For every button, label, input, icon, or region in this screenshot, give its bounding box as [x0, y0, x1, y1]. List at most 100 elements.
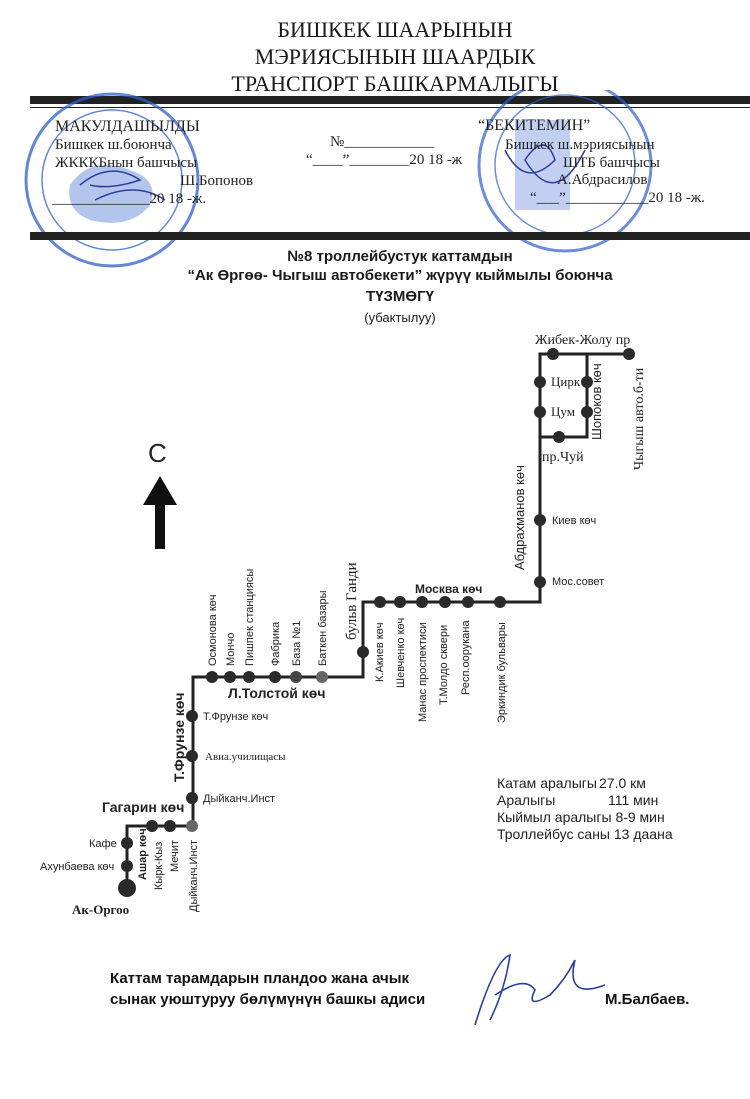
stop-tsirk [534, 376, 546, 388]
stop-avia [186, 750, 198, 762]
stop-erkindik [462, 596, 474, 608]
street-chui: пр.Чуй [542, 450, 584, 465]
title-line-4: (убактылуу) [364, 310, 436, 325]
label-avia: Авиа.училищасы [205, 751, 286, 763]
street-zhibek: Жибек-Жолу пр [535, 333, 630, 348]
stop-baza1 [290, 671, 302, 683]
length-label: Катам аралыгы [497, 775, 597, 791]
stop-resp [439, 596, 451, 608]
stop-tsum-return [581, 406, 593, 418]
document-date: “____”________20 18 -ж [306, 152, 463, 168]
agreed-heading: МАКУЛДАШЫЛДЫ [55, 118, 200, 135]
block-divider [30, 232, 750, 240]
header-line-1: БИШКЕК ШААРЫНЫН [277, 17, 513, 42]
title-line-3: ТҮЗМӨГҮ [366, 288, 434, 305]
agreed-name: Ш.Бопонов [180, 173, 254, 189]
approved-line-2: ШТБ башчысы [563, 155, 660, 171]
label-shevchenko: Шевченко көч [395, 618, 407, 688]
label-akhunbaeva: Ахунбаева көч [40, 861, 114, 873]
stop-fabrika [269, 671, 281, 683]
footer-name: М.Балбаев. [605, 991, 690, 1008]
street-abdrakhmanov: Абдрахманов көч [512, 465, 527, 570]
duration-value: 111 мин [608, 792, 659, 808]
stop-kiev [534, 514, 546, 526]
document-number: №____________ [330, 134, 435, 150]
street-gandi: бульв Ганди [344, 562, 360, 640]
agreed-line-2: ЖКККБнын башчысы [55, 155, 198, 171]
label-baza1: База №1 [291, 621, 303, 666]
street-moskva: Москва көч [415, 582, 482, 596]
street-ashar: Ашар көч [137, 828, 149, 880]
interval-value: 8-9 мин [615, 809, 665, 825]
left-signature [79, 170, 166, 201]
label-osmonova: Осмонова көч [207, 595, 219, 666]
label-chygysh: Чыгыш авто.б-ти [632, 367, 647, 470]
label-manas: Манас проспектиси [417, 622, 429, 722]
label-fabrika: Фабрика [270, 621, 282, 666]
buses-value: 13 даана [613, 826, 673, 842]
label-frunze: Т.Фрунзе көч [203, 711, 268, 723]
stop-markers [118, 348, 635, 897]
stop-pishpek [243, 671, 255, 683]
footer-signature [474, 953, 606, 1026]
approved-name: А.Абдрасилов [557, 172, 648, 188]
route-loop [540, 354, 589, 439]
stop-tsum [534, 406, 546, 418]
street-frunze: Т.Фрунзе көч [171, 692, 187, 782]
label-dyikanch-2: Дыйканч.Инст [188, 840, 200, 912]
footer-line-2: сынак уюштуруу бөлүмүнүн башкы адиси [110, 991, 426, 1008]
street-gagarin: Гагарин көч [102, 799, 184, 815]
approved-heading: “БЕКИТЕМИН” [478, 117, 591, 134]
stop-mocho [224, 671, 236, 683]
label-moldo: Т.Молдо сквери [438, 625, 450, 705]
stop-zhibek [547, 348, 559, 360]
label-mechit: Мечит [169, 840, 181, 872]
agreed-date: _____________20 18 -ж. [52, 191, 207, 207]
approved-date: “___”___________20 18 -ж. [530, 190, 705, 206]
stop-chygysh [623, 348, 635, 360]
header-divider [30, 96, 750, 104]
stop-moldo [416, 596, 428, 608]
label-batken: Баткен базары [317, 590, 329, 666]
stop-akiev [357, 646, 369, 658]
route-interval: Кыймыл аралыгы 8-9 мин [497, 809, 665, 825]
stop-mechit [164, 820, 176, 832]
label-tsirk: Цирк [551, 374, 581, 389]
stop-tsirk-return [581, 376, 593, 388]
label-kiev: Киев көч [552, 515, 596, 527]
stop-chui [553, 431, 565, 443]
duration-label: Аралыгы [497, 792, 556, 808]
stop-frunze [186, 710, 198, 722]
stop-dyikanch-2 [186, 820, 198, 832]
street-shopokov: Шопоков көч [589, 363, 604, 440]
header-line-2: МЭРИЯСЫНЫН ШААРДЫК [254, 44, 536, 69]
street-tolstoy: Л.Толстой көч [228, 685, 326, 701]
north-label: С [148, 438, 167, 468]
header-divider-thin [30, 107, 750, 108]
stop-batken [316, 671, 328, 683]
label-erkindik: Эркиндик бульвары [496, 622, 508, 723]
bus-count: Троллейбус саны 13 даана [497, 826, 673, 842]
stamps [24, 90, 653, 268]
buses-label: Троллейбус саны [497, 826, 610, 842]
route-duration: Аралыгы 111 мин [497, 792, 658, 808]
stop-dyikanch-1 [186, 792, 198, 804]
stop-kyrk-kyz [146, 820, 158, 832]
label-ak-orgoo: Ак-Оргоо [72, 902, 129, 917]
stop-kafe [121, 837, 133, 849]
north-arrow-icon [143, 476, 177, 549]
approved-line-1: Бишкек ш.мэриясынын [505, 137, 655, 153]
stop-manas [394, 596, 406, 608]
stop-extra [494, 596, 506, 608]
stop-shevchenko [374, 596, 386, 608]
label-akiev: К.Акиев көч [374, 623, 386, 682]
agreed-line-1: Бишкек ш.боюнча [55, 137, 172, 153]
title-line-1: №8 троллейбустук каттамдын [287, 248, 513, 265]
footer-line-1: Каттам тарамдарын пландоо жана ачык [110, 970, 410, 987]
stop-osmonova [206, 671, 218, 683]
label-kafe: Кафе [89, 838, 117, 850]
right-signature [504, 144, 586, 184]
stop-akhunbaeva [121, 860, 133, 872]
title-line-2: “Ак Өргөө- Чыгыш автобекети” жүрүү кыймы… [187, 267, 613, 284]
